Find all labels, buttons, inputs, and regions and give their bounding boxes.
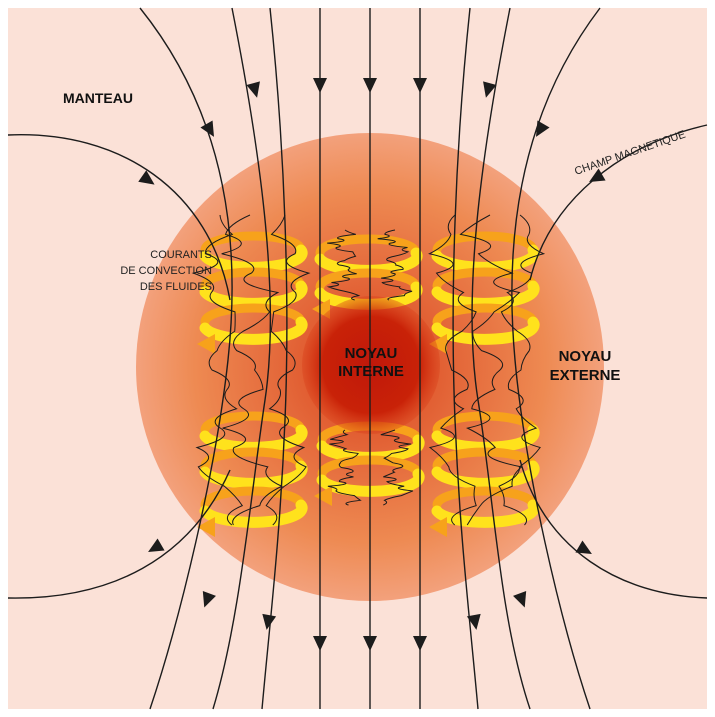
spiral-arrow-icon [429,517,447,537]
triangle-arrow-icon [363,78,377,93]
outer-core-label-line1: NOYAU [559,348,612,365]
triangle-arrow-icon [138,170,155,185]
spiral-coil-back [432,267,538,291]
magnetic-field-line [139,7,233,710]
spiral-arrow-icon [429,334,447,354]
convection-flow-line [428,214,477,526]
triangle-arrow-icon [313,78,327,93]
spiral-arrow-icon [314,486,332,506]
magnetic-field-line [418,7,422,710]
inner-core-label-line1: NOYAU [345,345,398,362]
convection-flow-line [377,229,413,301]
triangle-arrow-icon [262,613,277,630]
spiral-coil-front [199,316,308,345]
spiral-coil-back [432,486,538,510]
spiral-coil-front [431,280,540,309]
convection-flow-line [380,429,414,506]
triangle-arrow-icon [413,78,427,93]
spiral-coil-front [431,460,540,489]
convection-spiral [197,231,308,354]
spiral-coil-front [431,499,540,528]
spiral-coil-back [200,411,306,435]
convection-label-line2: DE CONVECTION [120,265,212,277]
triangle-arrow-icon [313,636,327,651]
triangle-arrow-icon [483,81,497,98]
magnetic-field-line [511,7,601,710]
spiral-coil-back [432,303,538,327]
triangle-arrow-icon [575,540,592,554]
inner-core [302,296,440,434]
convection-flow-lines [191,214,546,526]
spiral-arrow-icon [197,517,215,537]
spiral-coil-front [199,280,308,309]
spiral-coil-front [199,499,308,528]
spiral-arrow-icon [197,334,215,354]
spiral-coil-back [315,234,421,258]
convection-flow-line [327,429,362,506]
triangle-arrow-icon [246,81,260,98]
magnetic-field-line [318,7,322,710]
convection-spiral [197,411,308,537]
convection-flow-line [459,214,523,526]
convection-spiral [429,231,540,354]
magnetic-field-line [519,459,708,599]
triangle-arrow-icon [513,591,527,608]
convection-flow-line [265,214,311,526]
convection-flow-line [498,214,546,526]
triangle-arrow-icon [200,120,214,137]
outer-core-label-line2: EXTERNE [550,367,621,384]
spiral-coil-front [199,244,308,273]
magnetic-field-line [7,469,231,599]
spiral-coil-back [200,447,306,471]
triangle-arrow-icon [466,613,481,630]
magnetic-field-line [212,7,272,710]
triangle-arrow-icon [413,636,427,651]
triangle-arrow-icon [202,591,216,608]
convection-flow-line [221,214,283,526]
convection-flow-line [326,229,361,301]
spiral-coil-back [432,231,538,255]
magnetic-field-lines [7,7,708,710]
triangle-arrow-icon [536,120,550,137]
magnetic-field-line [7,134,231,301]
triangle-arrow-icon [148,538,165,552]
spiral-coil-front [431,244,540,273]
triangle-arrow-icon [363,636,377,651]
spiral-coil-back [315,268,421,292]
magnetic-field-line [471,7,531,710]
spiral-coil-front [199,460,308,489]
convection-label-line1: COURANTS [150,249,212,261]
mantle-label: MANTEAU [63,90,133,106]
spiral-coil-back [200,231,306,255]
inner-core-label-line2: INTERNE [338,363,404,380]
triangle-arrow-icon [589,168,606,182]
convection-label-line3: DES FLUIDES [140,281,212,293]
spiral-coil-front [431,316,540,345]
spiral-coil-back [432,411,538,435]
convection-spirals [197,231,540,537]
convection-flow-line [191,214,244,526]
spiral-coil-back [200,303,306,327]
